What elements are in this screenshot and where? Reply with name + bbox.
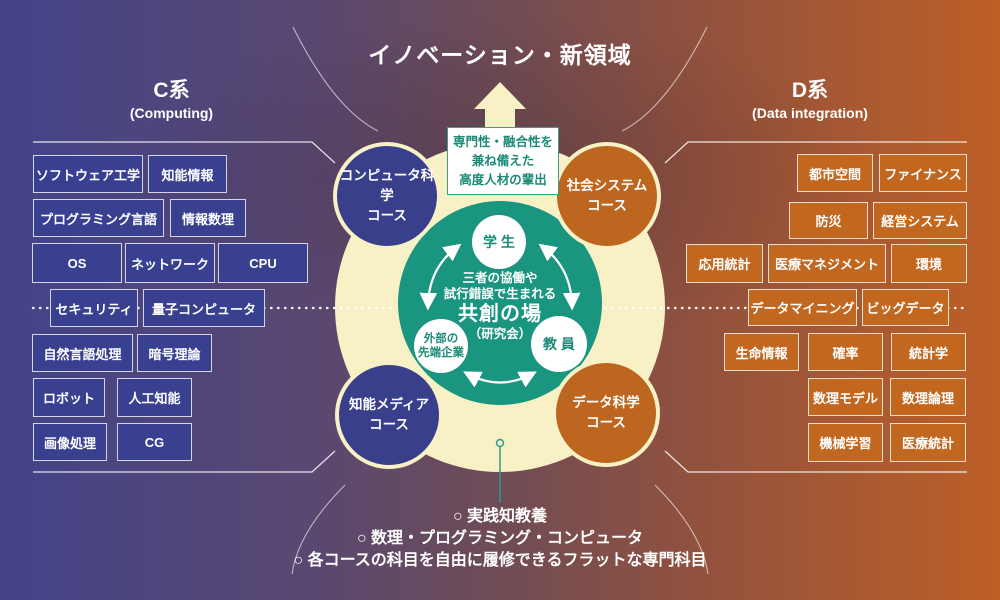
subject-box: ロボット	[33, 378, 105, 417]
talent-output-line3: 高度人材の輩出	[459, 172, 547, 187]
course-suffix: コース	[587, 198, 627, 213]
subject-box: ソフトウェア工学	[33, 155, 143, 193]
external-company-line2: 先端企業	[418, 347, 464, 359]
co-creation-desc1: 三者の協働や	[462, 271, 538, 285]
corner-arc-lines	[291, 26, 709, 575]
talent-output-box: 専門性・融合性を 兼ね備えた 高度人材の輩出	[447, 127, 559, 195]
course-name: データ科学	[572, 395, 640, 410]
panel-bracket-lines	[33, 141, 967, 473]
subject-box: 数理モデル	[808, 378, 883, 416]
co-creation-title: 共創の場	[458, 303, 542, 325]
subject-box: 経営システム	[873, 202, 967, 239]
subject-box: セキュリティ	[50, 289, 138, 327]
cycle-arrow-left-icon	[419, 243, 462, 311]
course-intelligent-media: 知能メディア コース	[335, 361, 443, 469]
subject-box: 知能情報	[148, 155, 227, 193]
c-group-header: C系 (Computing)	[33, 74, 310, 121]
subject-box: 機械学習	[808, 423, 883, 462]
subject-box: 応用統計	[686, 244, 763, 283]
subject-box: 画像処理	[33, 423, 107, 461]
course-computer-science: コンピュータ科学 コース	[333, 142, 441, 250]
subject-box: 暗号理論	[137, 334, 212, 372]
course-name: 社会システム	[566, 178, 648, 193]
subject-box: CPU	[218, 243, 308, 283]
d-group-header: D系 (Data integration)	[665, 74, 955, 121]
subject-box: ファイナンス	[879, 154, 967, 192]
d-group-subheading: (Data integration)	[752, 105, 868, 121]
bottom-notes: ○ 実践知教養 ○ 数理・プログラミング・コンピュータ ○ 各コースの科目を自由…	[0, 506, 1000, 572]
subject-box: 統計学	[891, 333, 966, 371]
subject-box: 生命情報	[724, 333, 799, 371]
subject-box: 都市空間	[797, 154, 873, 192]
subject-box: 医療マネジメント	[768, 244, 886, 283]
page-title: イノベーション・新領域	[368, 42, 632, 68]
course-suffix: コース	[367, 208, 407, 223]
faculty-node: 教 員	[531, 316, 587, 372]
external-company-node: 外部の 先端企業	[414, 319, 468, 373]
external-company-line1: 外部の	[423, 333, 459, 345]
d-group-heading: D系	[791, 79, 829, 102]
course-data-science: データ科学 コース	[552, 359, 660, 467]
subject-box: CG	[117, 423, 192, 461]
c-group-subheading: (Computing)	[129, 105, 214, 121]
note-item: ○ 数理・プログラミング・コンピュータ	[356, 530, 644, 547]
subject-box: ネットワーク	[125, 243, 215, 283]
subject-box: データマイニング	[748, 289, 857, 326]
subject-box: 数理論理	[890, 378, 966, 416]
talent-output-line2: 兼ね備えた	[471, 153, 535, 168]
course-name: 知能メディア	[348, 397, 430, 412]
c-group-heading: C系	[153, 79, 190, 102]
subject-box: 情報数理	[170, 199, 246, 237]
subject-box: 人工知能	[117, 378, 192, 417]
course-suffix: コース	[369, 417, 409, 432]
subject-box: 防災	[789, 202, 868, 239]
student-node: 学 生	[472, 215, 526, 269]
co-creation-subtitle: （研究会）	[468, 327, 532, 341]
cycle-arrow-bottom-icon	[463, 371, 537, 388]
note-item: ○ 各コースの科目を自由に履修できるフラットな専門科目	[293, 552, 707, 569]
leader-line	[495, 438, 505, 503]
course-suffix: コース	[586, 415, 626, 430]
subject-box: 確率	[808, 333, 883, 371]
subject-box: 量子コンピュータ	[143, 289, 265, 327]
talent-output-line1: 専門性・融合性を	[452, 134, 553, 149]
note-item: ○ 実践知教養	[452, 508, 548, 525]
co-creation-text: 三者の協働や 試行錯誤で生まれる 共創の場 （研究会）	[420, 270, 580, 342]
cycle-arrow-right-icon	[538, 243, 581, 311]
subject-box: 自然言語処理	[32, 334, 133, 372]
subject-box: 医療統計	[890, 423, 966, 462]
course-name: コンピュータ科学	[339, 168, 435, 203]
subject-box: プログラミング言語	[33, 199, 164, 237]
course-social-systems: 社会システム コース	[553, 142, 661, 250]
subject-box: OS	[32, 243, 122, 283]
co-creation-desc2: 試行錯誤で生まれる	[443, 287, 557, 301]
subject-box: ビッグデータ	[862, 289, 949, 326]
subject-box: 環境	[891, 244, 967, 283]
